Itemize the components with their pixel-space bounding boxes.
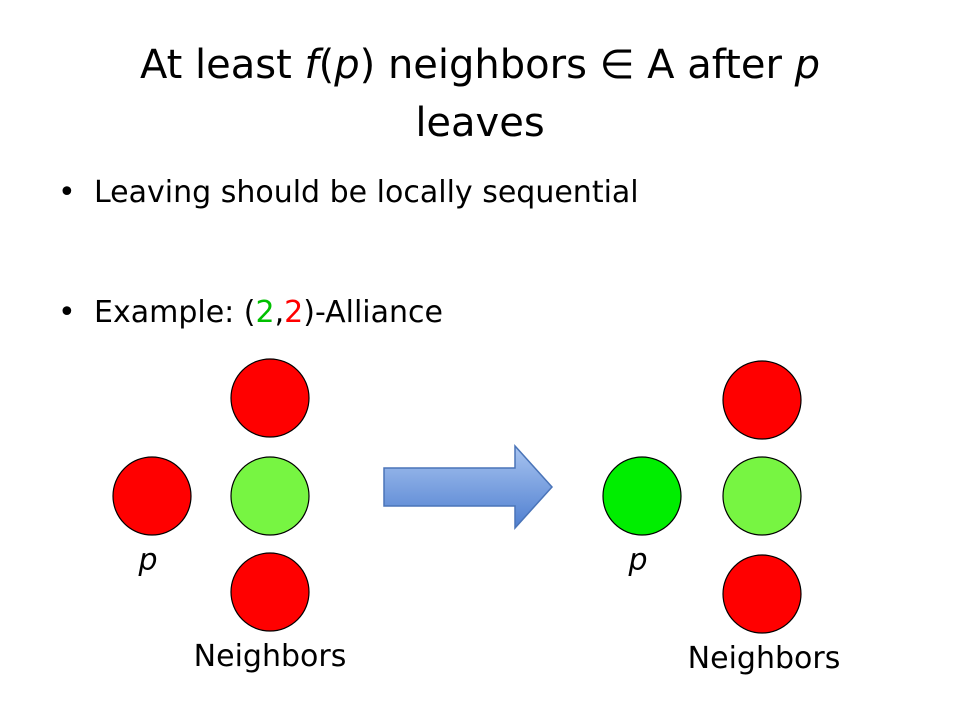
right-p-node — [602, 456, 682, 536]
title-paren: ( — [318, 42, 335, 88]
example-num-1: 2 — [255, 295, 275, 330]
example-num-2: 2 — [284, 295, 304, 330]
right-neighbor-node-top — [722, 360, 802, 440]
left-p-node — [112, 456, 192, 536]
right-neighbor-node-middle — [722, 456, 802, 536]
right-p-label: p — [627, 543, 647, 578]
left-neighbor-node-middle — [230, 456, 310, 536]
right-neighbors-label: Neighbors — [688, 641, 841, 676]
right-arrow-icon — [383, 444, 554, 530]
left-graph: p Neighbors — [112, 358, 347, 674]
bullet-dot-icon: • — [58, 295, 76, 330]
bullet-text-1: Leaving should be locally sequential — [94, 175, 639, 210]
right-neighbor-node-bottom — [722, 554, 802, 634]
left-p-label: p — [137, 543, 157, 578]
example-prefix: Example: ( — [94, 295, 256, 330]
title-suffix: leaves — [415, 100, 545, 146]
example-comma: , — [274, 295, 285, 330]
bullet-dot-icon: • — [58, 175, 76, 210]
right-graph: p Neighbors — [602, 360, 841, 676]
title-f: f — [304, 42, 319, 88]
title-prefix: At least — [140, 42, 305, 88]
left-neighbors-label: Neighbors — [194, 639, 347, 674]
title-middle: ) neighbors ∈ A after — [359, 42, 795, 88]
slide-title: At least f(p) neighbors ∈ A after p leav… — [60, 36, 900, 152]
left-neighbor-node-top — [230, 358, 310, 438]
title-p1: p — [334, 42, 360, 88]
bullet-text-2: Example: (2,2)-Alliance — [94, 295, 443, 330]
left-neighbor-node-bottom — [230, 552, 310, 632]
title-p2: p — [794, 42, 820, 88]
example-suffix: )-Alliance — [303, 295, 443, 330]
